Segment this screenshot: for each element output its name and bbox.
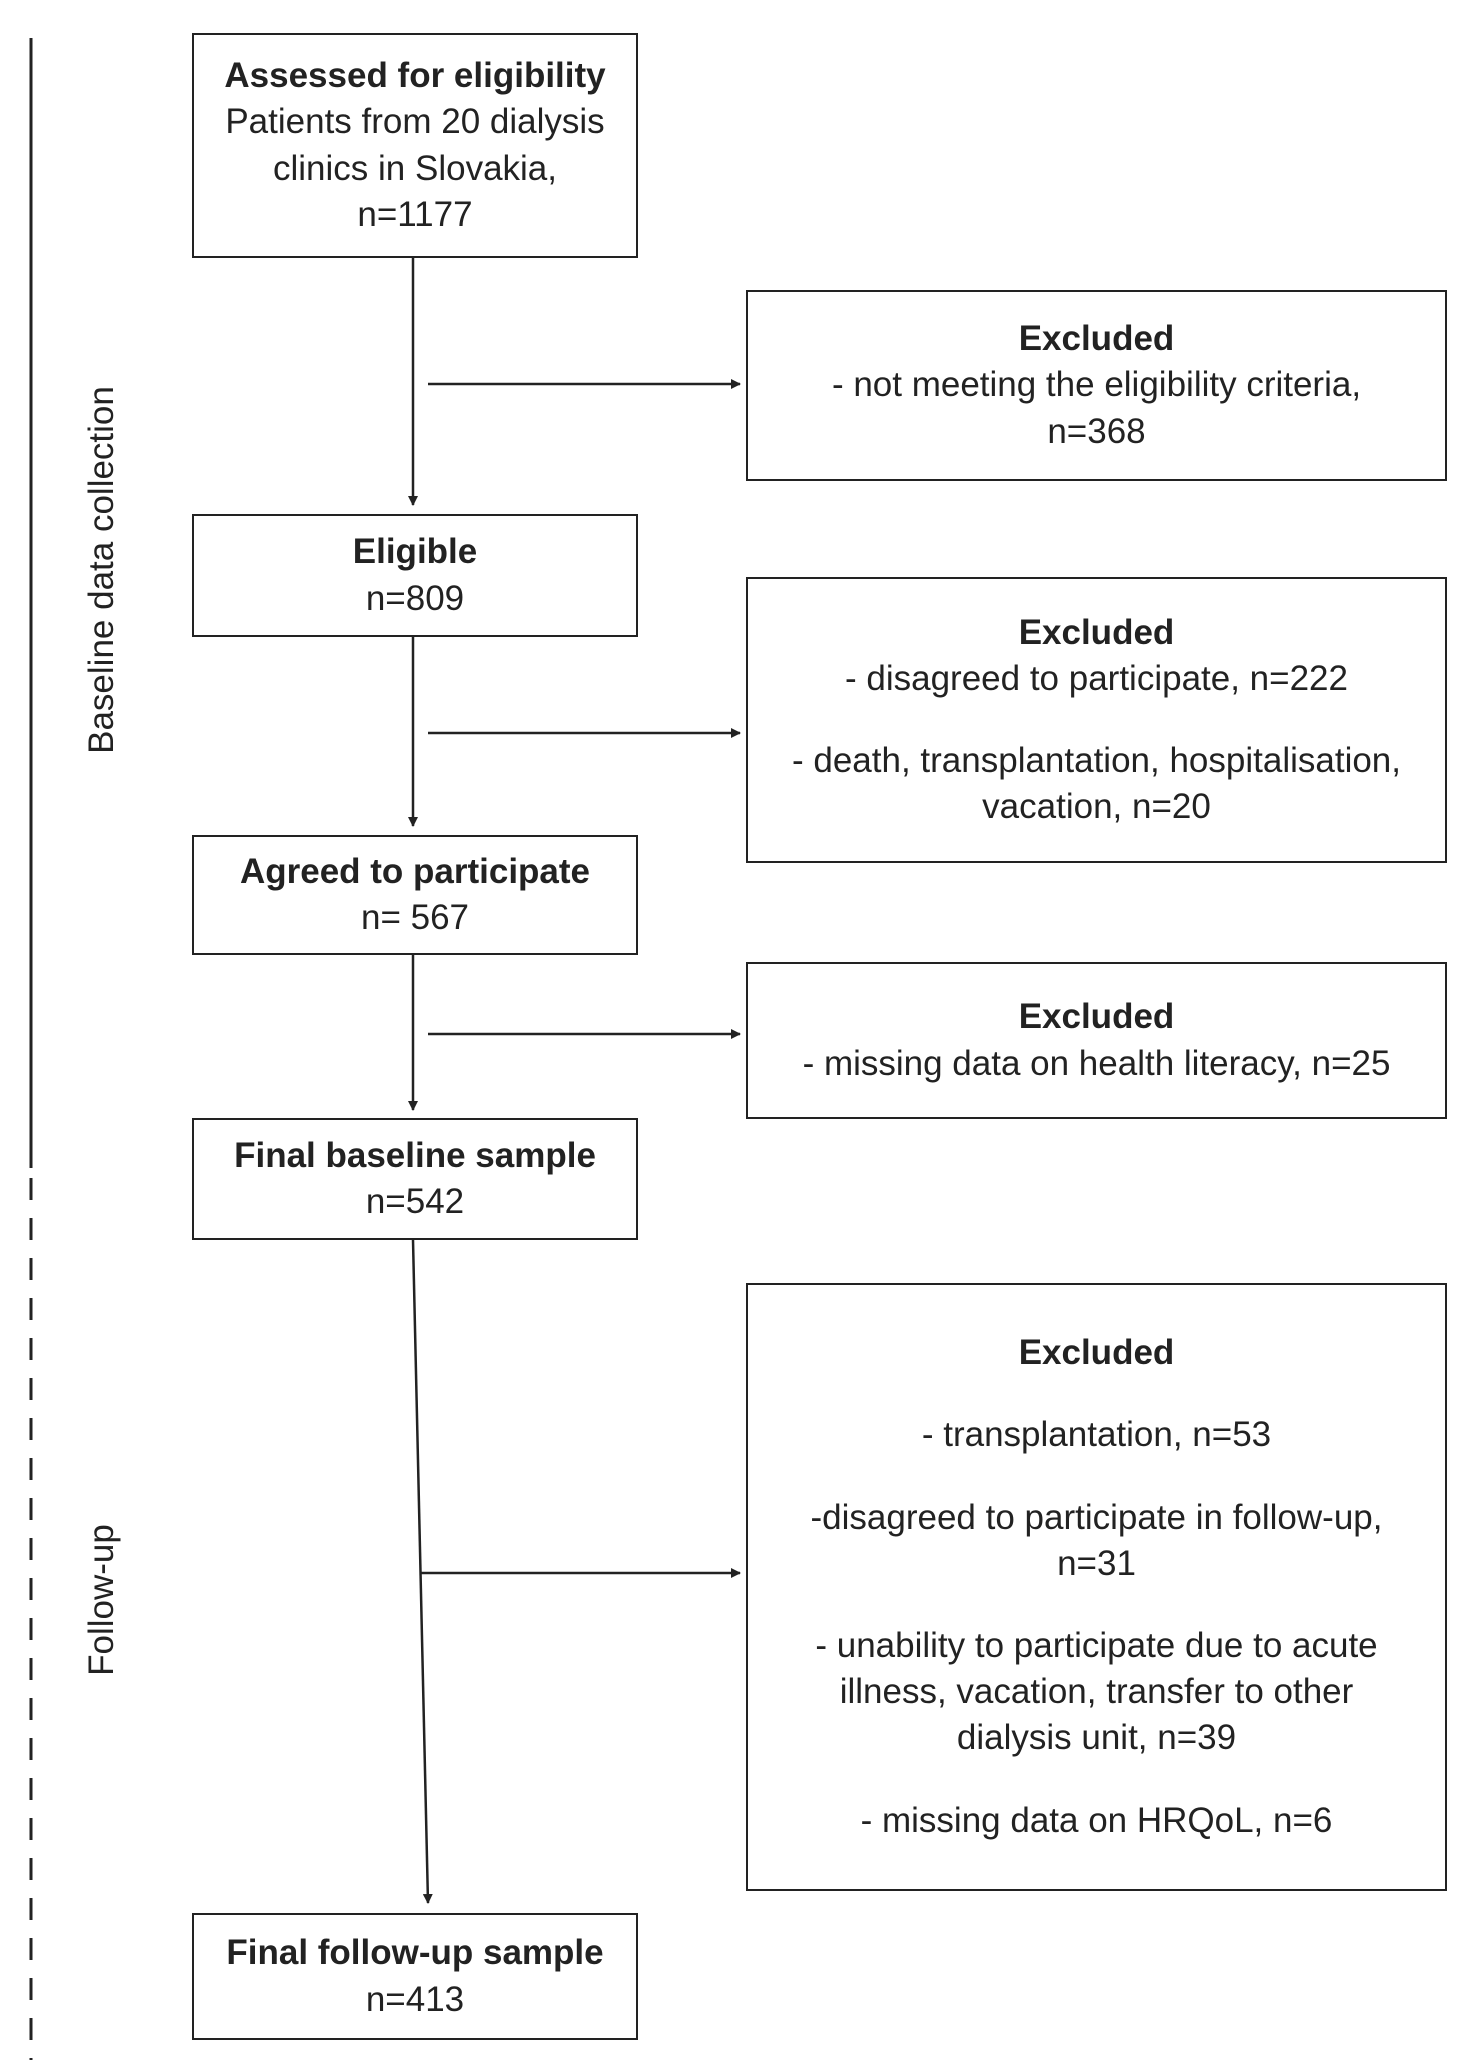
excluded-reason: - disagreed to participate, n=222 (845, 658, 1348, 698)
excluded-count: n=368 (1047, 411, 1146, 451)
followup-stage-label: Follow-up (82, 1524, 121, 1676)
eligible-box: Eligible n=809 (192, 514, 638, 637)
excluded-title: Excluded (1018, 319, 1175, 359)
assessed-line: Patients from 20 dialysis (225, 102, 605, 142)
final-followup-count: n=413 (365, 1979, 465, 2019)
excluded-reason: - unability to participate due to acute (815, 1626, 1378, 1665)
excluded-box-4: Excluded - transplantation, n=53 -disagr… (746, 1283, 1447, 1891)
baseline-stage-label: Baseline data collection (82, 386, 121, 754)
excluded-reason: -disagreed to participate in follow-up, (810, 1497, 1383, 1537)
final-baseline-box: Final baseline sample n=542 (192, 1118, 638, 1240)
excluded-reason: n=31 (1057, 1543, 1136, 1583)
excluded-title: Excluded (1018, 1333, 1175, 1373)
excluded-box-1: Excluded - not meeting the eligibility c… (746, 290, 1447, 481)
excluded-reason: - transplantation, n=53 (921, 1415, 1272, 1455)
eligible-count: n=809 (365, 578, 465, 618)
agreed-title: Agreed to participate (239, 851, 591, 891)
arrow-final-baseline-to-final-followup (411, 1239, 433, 1904)
excluded-reason: - death, transplantation, hospitalisatio… (792, 741, 1401, 780)
excluded-reason: dialysis unit, n=39 (956, 1718, 1237, 1758)
assessed-box: Assessed for eligibility Patients from 2… (192, 33, 638, 258)
final-followup-box: Final follow-up sample n=413 (192, 1913, 638, 2040)
assessed-count: n=1177 (357, 194, 473, 234)
assessed-title: Assessed for eligibility (224, 56, 606, 96)
final-baseline-title: Final baseline sample (234, 1135, 596, 1175)
excluded-reason: - missing data on HRQoL, n=6 (860, 1800, 1333, 1840)
agreed-box: Agreed to participate n= 567 (192, 835, 638, 955)
excluded-reason: vacation, n=20 (982, 787, 1211, 827)
agreed-count: n= 567 (360, 898, 470, 937)
excluded-box-2: Excluded - disagreed to participate, n=2… (746, 577, 1447, 863)
excluded-title: Excluded (1018, 612, 1175, 652)
assessed-line: clinics in Slovakia, (273, 148, 557, 188)
final-baseline-count: n=542 (365, 1182, 465, 1221)
excluded-reason: - missing data on health literacy, n=25 (802, 1043, 1391, 1083)
excluded-box-3: Excluded - missing data on health litera… (746, 962, 1447, 1119)
excluded-reason: illness, vacation, transfer to other (839, 1672, 1354, 1712)
final-followup-title: Final follow-up sample (226, 1933, 604, 1973)
excluded-reason: - not meeting the eligibility criteria, (831, 365, 1362, 405)
excluded-title: Excluded (1018, 997, 1175, 1037)
eligible-title: Eligible (352, 532, 478, 572)
